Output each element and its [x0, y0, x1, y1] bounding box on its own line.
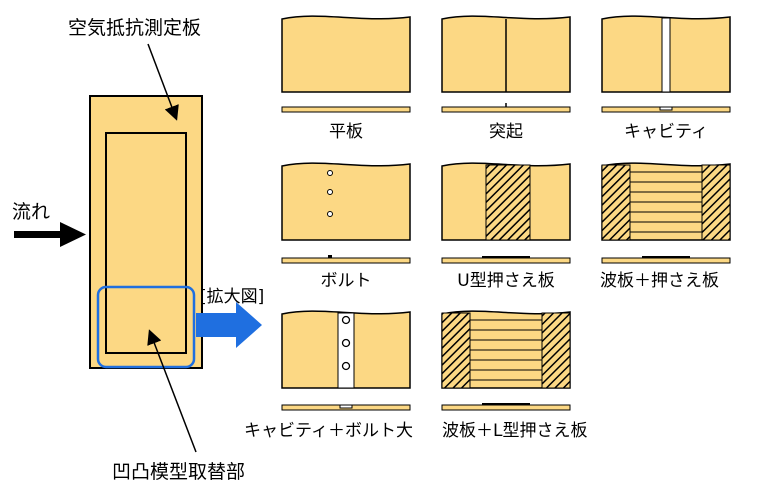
main-plate	[89, 95, 203, 369]
section-strip	[441, 404, 571, 411]
panel-cavity: キャビティ	[601, 15, 731, 142]
enlarged-view-label: [拡大図]	[200, 287, 264, 307]
section-strip	[441, 257, 571, 264]
bolt-head	[327, 170, 333, 176]
section-notch	[659, 106, 673, 111]
cavity-slot	[661, 17, 671, 93]
section-strip	[601, 257, 731, 264]
section-clamp	[642, 256, 690, 258]
title-pointer-arrow	[147, 43, 179, 121]
replaceable-part-label: 凹凸模型取替部	[112, 461, 245, 483]
panel-body	[281, 15, 411, 93]
flow-label: 流れ	[12, 201, 50, 223]
bolt-head	[327, 189, 333, 195]
bolt-head	[327, 211, 333, 217]
clamp-hatch-right	[541, 312, 571, 389]
panel-label-flat: 平板	[329, 122, 363, 142]
clamp-hatch-left	[601, 164, 631, 241]
clamp-hatch-left	[441, 312, 471, 389]
section-clamp	[482, 403, 530, 405]
panel-flat: 平板	[281, 15, 411, 142]
panel-label-protrusion: 突起	[489, 122, 523, 142]
panel-label-cavity: キャビティ	[624, 122, 708, 142]
panel-u-clamp: U型押さえ板	[441, 162, 571, 291]
enlarged-view-arrow	[196, 302, 262, 348]
section-bolt	[328, 255, 332, 258]
replaceable-frame	[105, 132, 187, 354]
panel-label-wave-l-clamp: 波板＋L型押さえ板	[442, 421, 587, 441]
section-clamp	[482, 256, 530, 258]
clamp-hatch-right	[701, 164, 731, 241]
section-strip	[281, 257, 411, 264]
panel-wave-l-clamp: 波板＋L型押さえ板	[441, 310, 587, 441]
panel-label-u-clamp: U型押さえ板	[457, 271, 554, 291]
bottom-pointer-arrow	[147, 329, 197, 453]
bolt-head	[341, 361, 351, 371]
bolt-head	[341, 315, 351, 325]
panel-label-bolt: ボルト	[321, 271, 372, 291]
panel-protrusion: 突起	[441, 15, 571, 142]
flow-arrow	[14, 222, 86, 247]
panel-label-cavity-bolt: キャビティ＋ボルト大	[244, 421, 413, 441]
panel-wave-clamp: 波板＋押さえ板	[600, 162, 731, 291]
panel-label-wave-clamp: 波板＋押さえ板	[600, 271, 719, 291]
panel-cavity-bolt: キャビティ＋ボルト大	[244, 310, 413, 441]
section-strip	[441, 106, 571, 113]
panel-body	[281, 162, 411, 241]
bolt-head	[341, 338, 351, 348]
u-clamp-hatch	[485, 164, 531, 241]
main-plate-group	[89, 95, 203, 369]
highlight-box	[96, 285, 196, 369]
section-notch	[339, 404, 353, 409]
air-resistance-plate-label: 空気抵抗測定板	[68, 17, 201, 39]
panel-bolt: ボルト	[281, 162, 411, 291]
section-strip	[281, 106, 411, 113]
cavity-slot	[337, 312, 355, 389]
